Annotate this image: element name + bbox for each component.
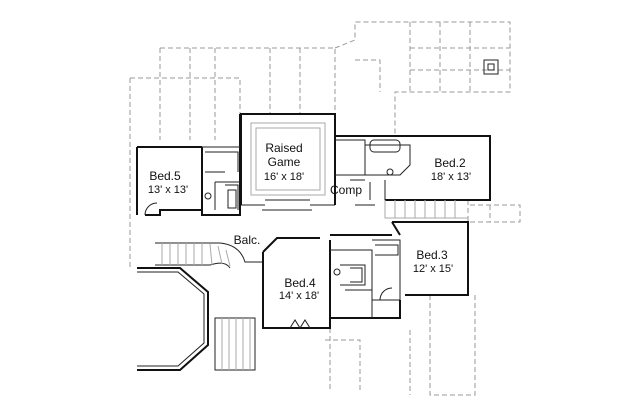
bed5-size: 13' x 13' [148, 184, 188, 196]
bed2-size: 18' x 13' [431, 171, 471, 183]
comp-label: Comp [330, 183, 362, 197]
bed4-label: Bed.4 [284, 276, 316, 290]
game-label-line1: Raised [265, 141, 302, 155]
roof-outline [129, 21, 521, 396]
room-bed5: Bed.5 13' x 13' [136, 114, 241, 216]
bed2-label: Bed.2 [434, 156, 466, 170]
bed3-size: 12' x 15' [413, 263, 453, 275]
room-bed4: Bed.4 14' x 18' [262, 237, 401, 329]
room-raised-game: Raised Game 16' x 18' [240, 113, 336, 211]
bed3-label: Bed.3 [416, 248, 448, 262]
bed5-label: Bed.5 [149, 169, 181, 183]
balcony-stair: Balc. [155, 200, 468, 269]
octagon-room [137, 267, 256, 371]
balc-label: Balc. [234, 233, 261, 247]
room-bed2: Bed.2 18' x 13' Comp [330, 135, 491, 206]
game-size: 16' x 18' [264, 171, 304, 183]
room-bed3: Bed.3 12' x 15' [330, 221, 469, 301]
game-label-line2: Game [268, 155, 301, 169]
bed4-size: 14' x 18' [279, 290, 319, 302]
